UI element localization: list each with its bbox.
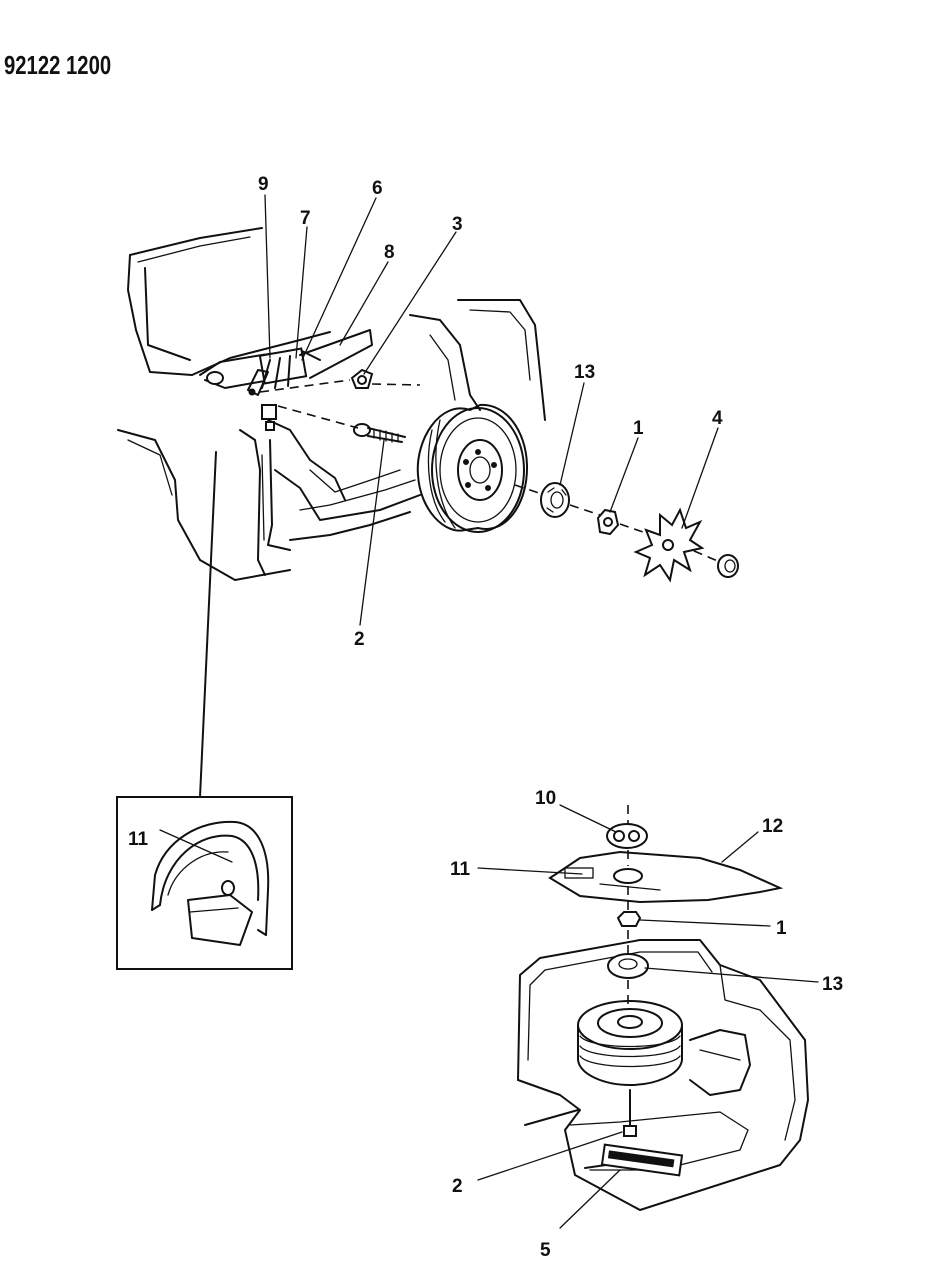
inset-wheelhouse — [116, 796, 293, 970]
assembly-axis-wheel — [514, 484, 721, 563]
nut-bottom-1 — [616, 911, 642, 927]
wing-nut — [717, 554, 739, 578]
callout-9: 9 — [258, 174, 269, 195]
callout-10: 10 — [535, 788, 556, 809]
hold-down-bolt-2 — [353, 423, 406, 443]
callout-2-bottom: 2 — [452, 1176, 463, 1197]
retainer-10 — [606, 823, 648, 849]
leader-13 — [559, 382, 585, 486]
leader-6 — [301, 197, 377, 361]
leader-7 — [295, 226, 308, 359]
assembly-axis-bolt — [277, 405, 359, 429]
spare-wheel-bottom — [577, 1000, 683, 1086]
leader-10 — [559, 804, 617, 833]
bolt-3 — [350, 368, 374, 389]
leader-b2 — [477, 1131, 623, 1181]
callout-13-bottom: 13 — [822, 974, 843, 995]
leader-b1 — [639, 919, 771, 927]
callout-8: 8 — [384, 242, 395, 263]
warning-label-4 — [633, 507, 705, 583]
hinge-assembly — [199, 329, 373, 396]
callout-12: 12 — [762, 816, 783, 837]
leader-b13 — [644, 967, 819, 983]
trunk-body-outline — [117, 227, 546, 581]
callout-6: 6 — [372, 178, 383, 199]
callout-11: 11 — [450, 859, 471, 880]
leader-3 — [363, 231, 457, 375]
floor-cover-12 — [548, 850, 784, 904]
leader-9 — [264, 194, 271, 359]
inset-connector — [199, 451, 217, 798]
trunk-tub — [517, 939, 809, 1211]
bolt-bottom — [623, 1089, 637, 1137]
leader-8 — [339, 261, 389, 346]
callout-1: 1 — [633, 418, 644, 439]
leader-5 — [559, 1169, 621, 1229]
callout-13: 13 — [574, 362, 595, 383]
callout-5: 5 — [540, 1240, 551, 1261]
leader-1 — [609, 437, 639, 513]
leader-2 — [359, 439, 385, 626]
inset-callout-11: 11 — [128, 829, 149, 850]
callout-3: 3 — [452, 214, 463, 235]
leader-12 — [721, 831, 759, 863]
leader-11 — [477, 867, 583, 875]
clip-nut — [261, 404, 277, 431]
spare-wheel-top — [416, 403, 529, 533]
callout-1-bottom: 1 — [776, 918, 787, 939]
jack-instruction-label-5 — [600, 1143, 684, 1177]
callout-2: 2 — [354, 629, 365, 650]
nut-1 — [596, 508, 620, 536]
callout-4: 4 — [712, 408, 723, 429]
hub-cone-13 — [540, 482, 570, 518]
callout-7: 7 — [300, 208, 311, 229]
leader-4 — [681, 427, 719, 529]
hub-cone-bottom-13 — [607, 953, 649, 979]
assembly-axis-upper — [259, 379, 421, 393]
document-number: 92122 1200 — [4, 50, 112, 80]
